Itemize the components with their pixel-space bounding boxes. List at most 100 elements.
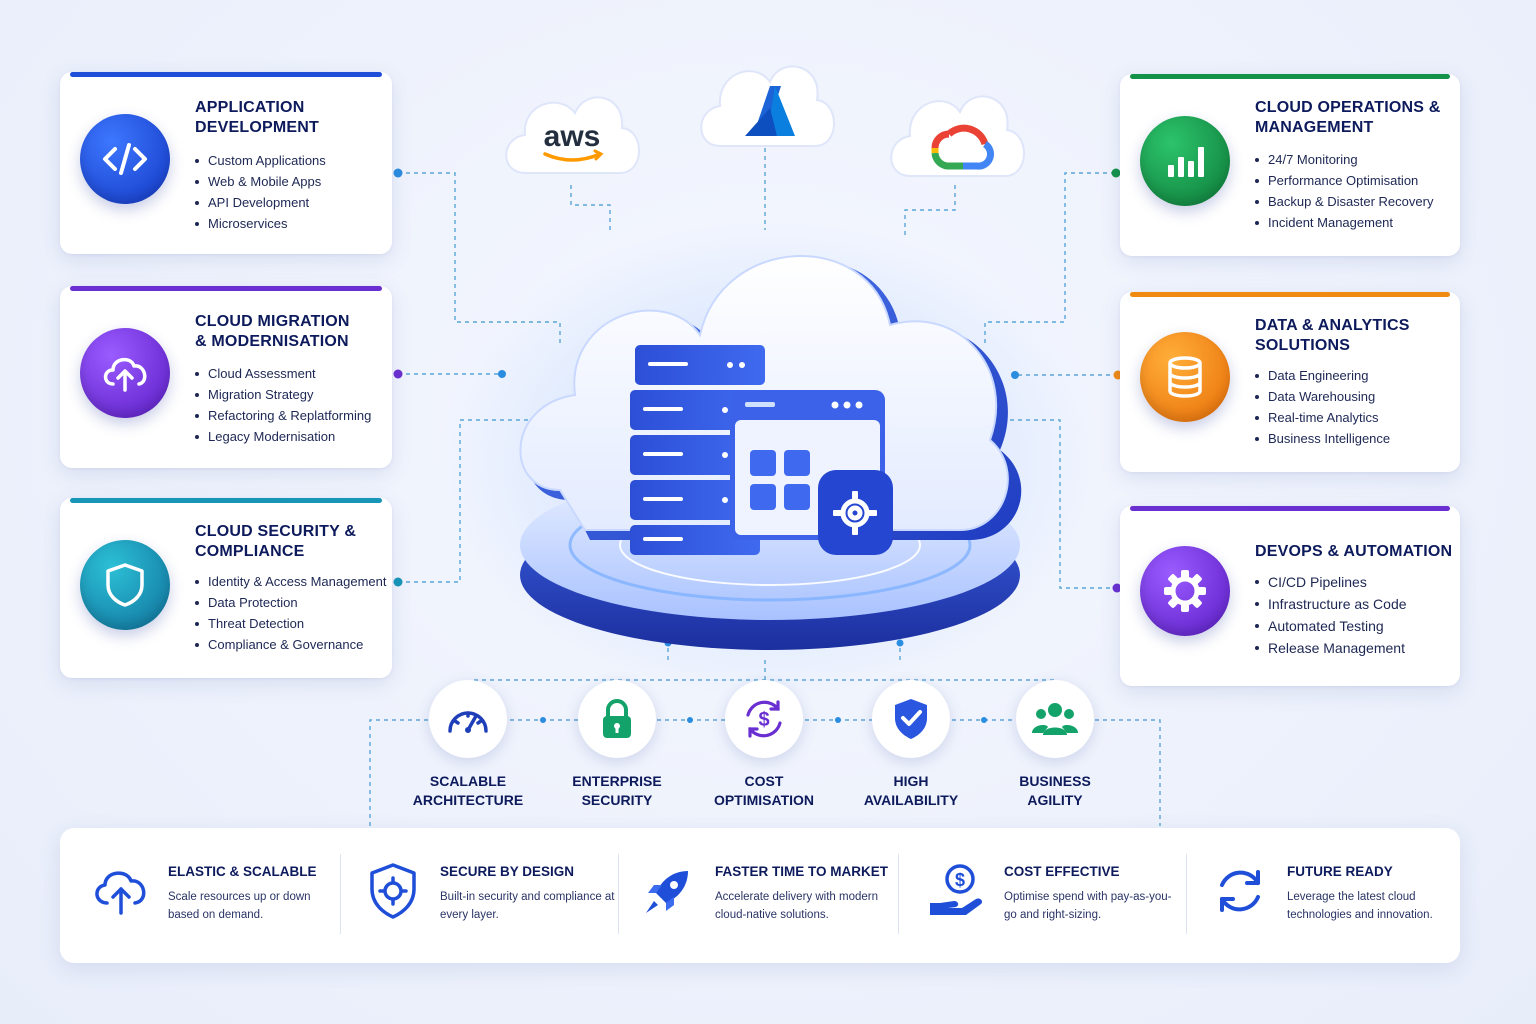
feature-label: ScalableArchitecture — [412, 773, 524, 808]
list-item: Cloud Assessment — [195, 363, 371, 384]
card-title: Cloud Security & Compliance — [195, 523, 357, 560]
divider — [340, 854, 341, 934]
card-accent-bar — [70, 286, 382, 291]
list-item: Automated Testing — [1255, 615, 1407, 637]
card-application-development[interactable]: Application Development Custom Applicati… — [60, 72, 392, 254]
benefit-title: Faster Time to Market — [715, 864, 889, 879]
shield-gear-icon — [360, 858, 426, 924]
list-item: Compliance & Governance — [195, 634, 386, 655]
card-title: Cloud Migration & Modernisation — [195, 313, 350, 350]
divider — [898, 854, 899, 934]
feature-label: CostOptimisation — [713, 773, 815, 808]
speedometer-icon — [429, 680, 507, 758]
feature-business-agility[interactable]: BusinessAgility — [980, 680, 1130, 810]
benefit-description: Leverage the latest cloud technologies a… — [1287, 891, 1433, 921]
benefit-future-ready: Future Ready Leverage the latest cloud t… — [1207, 828, 1457, 963]
card-devops-automation[interactable]: DevOps & Automation CI/CD Pipelines Infr… — [1120, 506, 1460, 686]
aws-logo-icon: aws — [505, 96, 640, 174]
list-item: CI/CD Pipelines — [1255, 571, 1407, 593]
benefit-secure-by-design: Secure by Design Built-in security and c… — [360, 828, 630, 963]
list-item: Data Engineering — [1255, 365, 1390, 386]
card-cloud-migration[interactable]: Cloud Migration & Modernisation Cloud As… — [60, 286, 392, 468]
aws-cloud-badge: aws — [500, 78, 645, 188]
benefit-title: Secure by Design — [440, 864, 575, 879]
list-item: Web & Mobile Apps — [195, 171, 326, 192]
list-item: Threat Detection — [195, 613, 386, 634]
refresh-icon — [1207, 858, 1273, 924]
feature-label: BusinessAgility — [1019, 773, 1091, 808]
divider — [618, 854, 619, 934]
benefit-elastic-scalable: Elastic & Scalable Scale resources up or… — [88, 828, 348, 963]
benefit-title: Cost Effective — [1004, 864, 1120, 879]
list-item: Identity & Access Management — [195, 571, 386, 592]
card-accent-bar — [70, 72, 382, 77]
list-item: 24/7 Monitoring — [1255, 149, 1433, 170]
card-title: Cloud Operations & Management — [1255, 99, 1441, 136]
list-item: Infrastructure as Code — [1255, 593, 1407, 615]
divider — [1186, 854, 1187, 934]
card-cloud-security[interactable]: Cloud Security & Compliance Identity & A… — [60, 498, 392, 678]
card-item-list: Custom Applications Web & Mobile Apps AP… — [195, 150, 326, 234]
svg-text:$: $ — [955, 870, 965, 890]
list-item: Incident Management — [1255, 212, 1433, 233]
list-item: Refactoring & Replatforming — [195, 405, 371, 426]
list-item: Data Protection — [195, 592, 386, 613]
card-item-list: 24/7 Monitoring Performance Optimisation… — [1255, 149, 1433, 233]
azure-cloud-badge — [695, 48, 840, 158]
feature-enterprise-security[interactable]: EnterpriseSecurity — [542, 680, 692, 810]
google-cloud-logo-icon — [890, 95, 1025, 177]
gear-icon — [1140, 546, 1230, 636]
list-item: API Development — [195, 192, 326, 213]
feature-high-availability[interactable]: HighAvailability — [836, 680, 986, 810]
list-item: Custom Applications — [195, 150, 326, 171]
benefit-description: Scale resources up or down based on dema… — [168, 891, 311, 921]
hand-coin-icon: $ — [924, 858, 990, 924]
lock-icon — [578, 680, 656, 758]
card-title: Data & Analytics Solutions — [1255, 317, 1410, 354]
benefit-title: Elastic & Scalable — [168, 864, 317, 879]
cloud-upload-icon — [80, 328, 170, 418]
card-item-list: Data Engineering Data Warehousing Real-t… — [1255, 365, 1390, 449]
bar-chart-icon — [1140, 116, 1230, 206]
list-item: Migration Strategy — [195, 384, 371, 405]
aws-wordmark: aws — [544, 120, 601, 153]
list-item: Microservices — [195, 213, 326, 234]
list-item: Real-time Analytics — [1255, 407, 1390, 428]
team-icon — [1016, 680, 1094, 758]
benefit-description: Optimise spend with pay-as-you-go and ri… — [1004, 891, 1172, 921]
card-title: Application Development — [195, 99, 319, 136]
svg-text:$: $ — [758, 709, 769, 731]
list-item: Performance Optimisation — [1255, 170, 1433, 191]
benefit-description: Built-in security and compliance at ever… — [440, 891, 615, 921]
card-cloud-operations[interactable]: Cloud Operations & Management 24/7 Monit… — [1120, 74, 1460, 256]
card-data-analytics[interactable]: Data & Analytics Solutions Data Engineer… — [1120, 292, 1460, 472]
cloud-upload-icon — [88, 858, 154, 924]
list-item: Legacy Modernisation — [195, 426, 371, 447]
feature-label: EnterpriseSecurity — [572, 773, 662, 808]
card-item-list: CI/CD Pipelines Infrastructure as Code A… — [1255, 571, 1407, 659]
list-item: Business Intelligence — [1255, 428, 1390, 449]
card-title: DevOps & Automation — [1255, 543, 1453, 560]
card-accent-bar — [1130, 292, 1450, 297]
shield-icon — [80, 540, 170, 630]
feature-label: HighAvailability — [863, 773, 959, 808]
feature-scalable-architecture[interactable]: ScalableArchitecture — [393, 680, 543, 810]
benefits-bar: Elastic & Scalable Scale resources up or… — [60, 828, 1460, 963]
google-cloud-badge — [885, 78, 1030, 188]
list-item: Backup & Disaster Recovery — [1255, 191, 1433, 212]
list-item: Release Management — [1255, 637, 1407, 659]
card-accent-bar — [70, 498, 382, 503]
dollar-cycle-icon: $ — [725, 680, 803, 758]
list-item: Data Warehousing — [1255, 386, 1390, 407]
benefit-cost-effective: $ Cost Effective Optimise spend with pay… — [924, 828, 1204, 963]
benefit-description: Accelerate delivery with modern cloud-na… — [715, 891, 878, 921]
shield-check-icon — [872, 680, 950, 758]
database-icon — [1140, 332, 1230, 422]
benefit-title: Future Ready — [1287, 864, 1393, 879]
card-item-list: Identity & Access Management Data Protec… — [195, 571, 386, 655]
rocket-icon — [635, 858, 701, 924]
card-item-list: Cloud Assessment Migration Strategy Refa… — [195, 363, 371, 447]
feature-cost-optimisation[interactable]: $ CostOptimisation — [689, 680, 839, 810]
benefit-faster-time-to-market: Faster Time to Market Accelerate deliver… — [635, 828, 905, 963]
code-icon — [80, 114, 170, 204]
